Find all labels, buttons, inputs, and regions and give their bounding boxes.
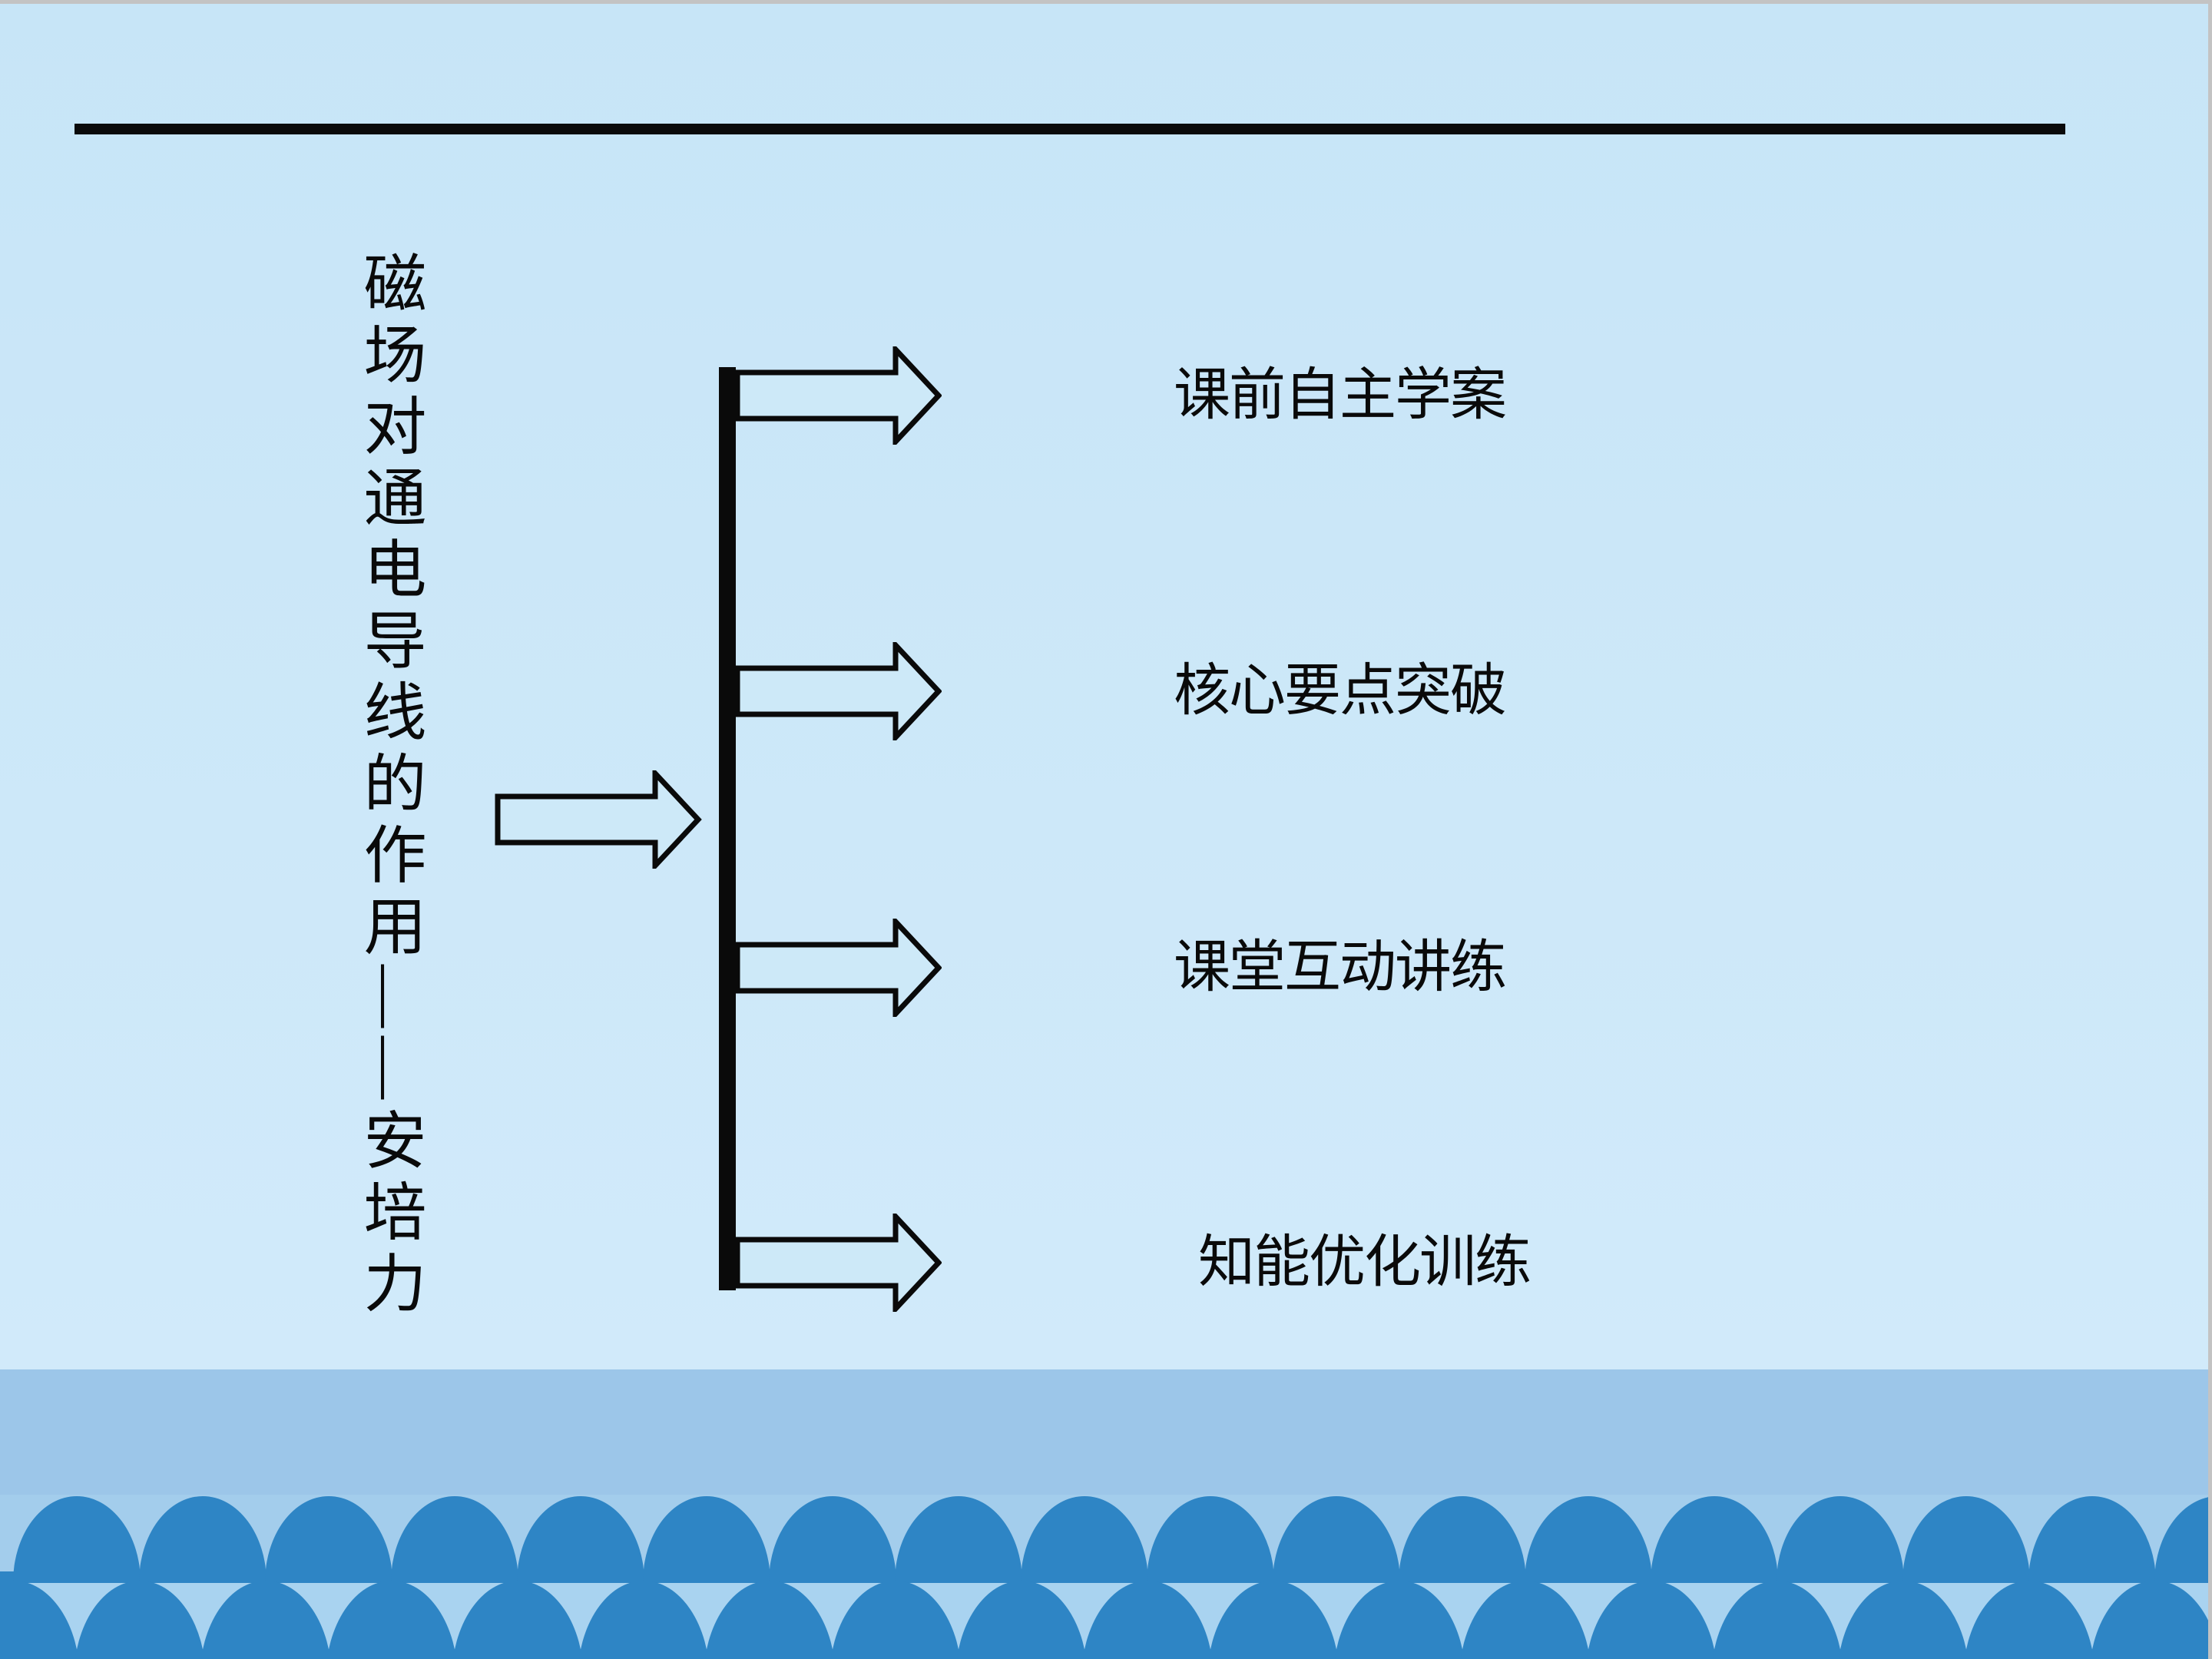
footer-band-upper	[0, 1369, 2212, 1495]
item-label-1: 课前自主学案	[1174, 364, 1507, 427]
flow-arrow-main	[495, 770, 702, 869]
item-label-4: 知能优化训练	[1198, 1231, 1532, 1294]
flow-arrow-item-1	[734, 346, 942, 445]
flow-arrow-item-2	[734, 642, 942, 740]
window-edge-right	[2208, 0, 2212, 1659]
window-edge-top	[0, 0, 2212, 4]
title-divider-rule	[75, 124, 2065, 134]
junction-bar	[719, 367, 736, 1290]
item-label-2: 核心要点突破	[1174, 660, 1507, 723]
flow-arrow-item-3	[734, 919, 942, 1017]
item-label-3: 课堂互动讲练	[1174, 936, 1507, 999]
flow-arrow-item-4	[734, 1214, 942, 1312]
slide-title-vertical: 磁场对通电导线的作用——安培力	[354, 250, 424, 1322]
